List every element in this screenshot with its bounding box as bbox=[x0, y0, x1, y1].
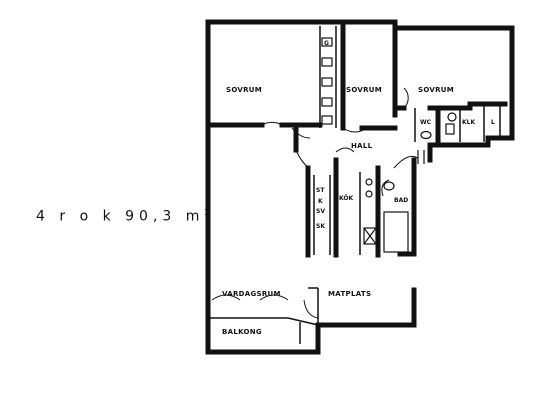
room-label-vardagsrum: VARDAGSRUM bbox=[222, 290, 281, 298]
apartment-size-superscript: 2 bbox=[204, 208, 211, 218]
fixtures bbox=[321, 37, 457, 253]
closet-label-k: K bbox=[318, 198, 323, 205]
closet-labels: ST K SV SK L G bbox=[316, 40, 495, 230]
room-label-sovrum-2: SOVRUM bbox=[346, 86, 382, 94]
apartment-size-caption: 4 r o k 90,3 m2 bbox=[36, 208, 210, 225]
room-label-sovrum-1: SOVRUM bbox=[226, 86, 262, 94]
outer-walls bbox=[205, 19, 515, 355]
room-label-matplats: MATPLATS bbox=[328, 290, 371, 298]
closet-label-l: L bbox=[491, 119, 495, 126]
closet-label-g: G bbox=[324, 40, 329, 47]
closet-label-sk: SK bbox=[316, 223, 325, 230]
apartment-size-text: 4 r o k 90,3 m bbox=[36, 208, 205, 225]
room-label-kok: KÖK bbox=[339, 195, 353, 202]
interior-walls bbox=[205, 19, 508, 344]
room-label-wc: WC bbox=[420, 119, 432, 126]
doors bbox=[211, 87, 419, 319]
room-label-klk: KLK bbox=[462, 119, 475, 126]
room-label-balkong: BALKONG bbox=[222, 328, 262, 336]
closet-label-sv: SV bbox=[316, 208, 325, 215]
room-label-bad: BAD bbox=[394, 197, 408, 204]
closet-label-st: ST bbox=[316, 187, 325, 194]
room-label-sovrum-3: SOVRUM bbox=[418, 86, 454, 94]
room-labels: SOVRUM SOVRUM SOVRUM HALL KÖK BAD WC KLK… bbox=[222, 86, 475, 336]
room-label-hall: HALL bbox=[351, 142, 373, 150]
